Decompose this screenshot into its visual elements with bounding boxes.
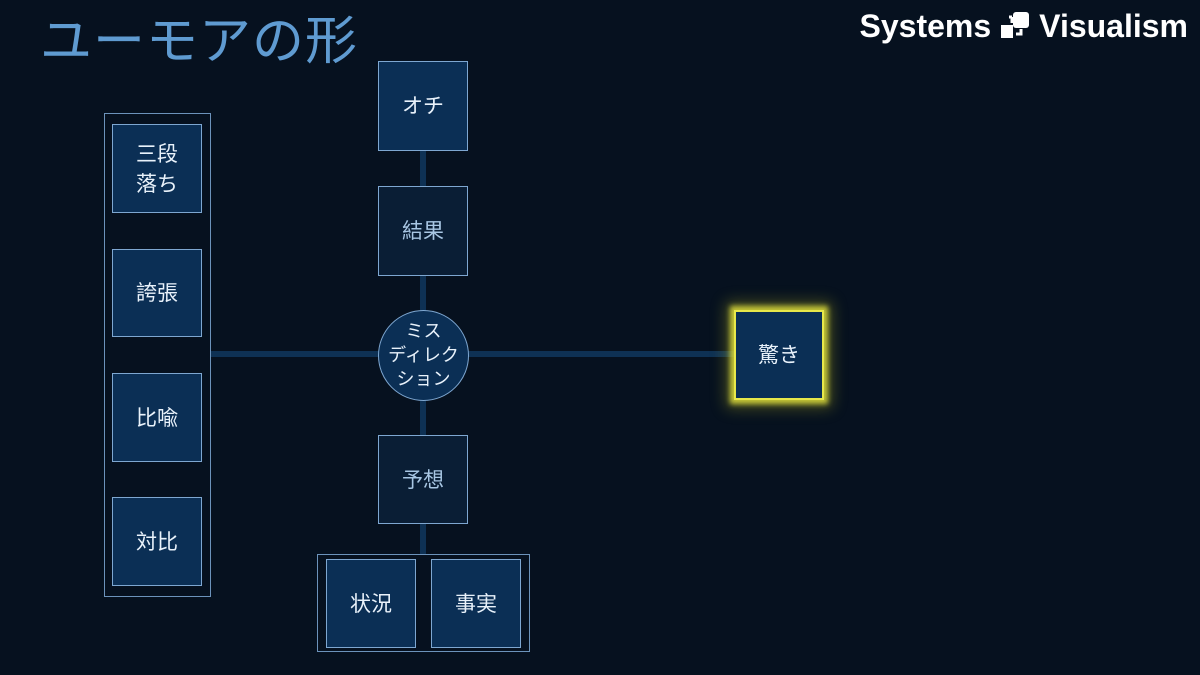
page-title: ユーモアの形 — [40, 12, 359, 72]
systems-visualism-logo-icon — [1001, 12, 1030, 38]
techniques-group — [104, 113, 211, 597]
technique-kochou: 誇張 — [112, 249, 202, 337]
base-group — [317, 554, 530, 652]
fact-box: 事実 — [431, 559, 521, 648]
misdirection-node: ミス ディレク ション — [378, 310, 469, 401]
result-box: 結果 — [378, 186, 468, 276]
ochi-box: オチ — [378, 61, 468, 151]
horizontal-connector — [210, 351, 735, 357]
technique-sandan-ochi: 三段 落ち — [112, 124, 202, 213]
logo-text-visualism: Visualism — [1039, 7, 1188, 44]
brand-logo: Systems Visualism — [860, 6, 1188, 46]
situation-box: 状況 — [326, 559, 416, 648]
surprise-box: 驚き — [734, 310, 824, 400]
logo-text-systems: Systems — [859, 7, 992, 44]
expectation-box: 予想 — [378, 435, 468, 524]
technique-taihi: 対比 — [112, 497, 202, 586]
technique-hiyu: 比喩 — [112, 373, 202, 462]
